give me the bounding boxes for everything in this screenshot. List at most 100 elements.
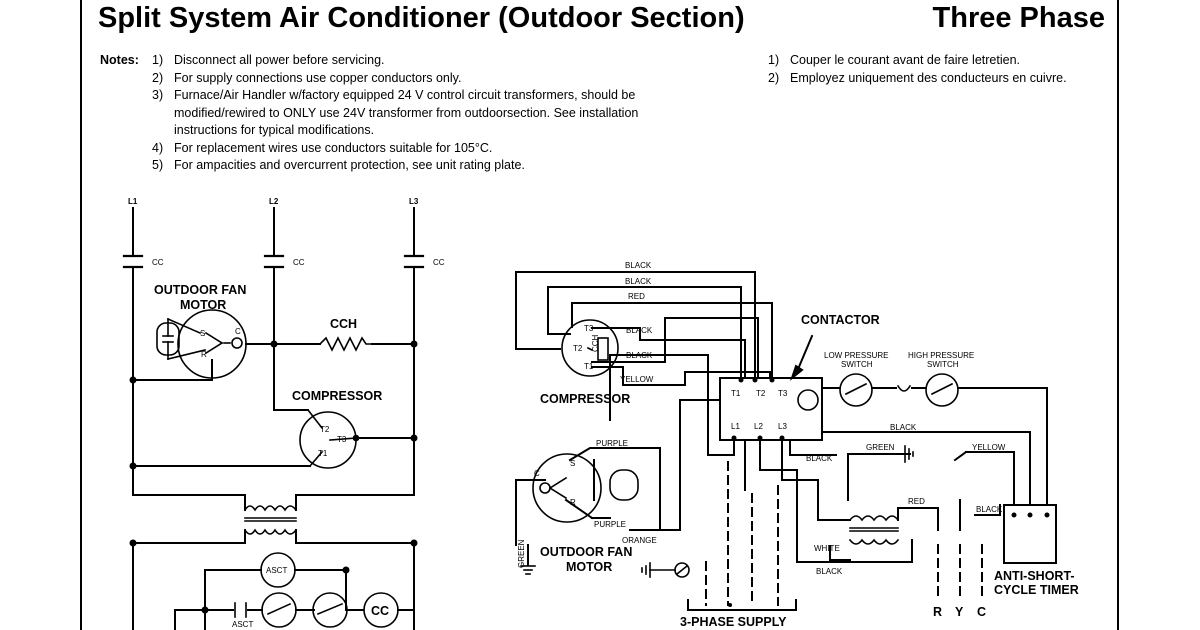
- frame-right-border: [1117, 0, 1119, 630]
- note-row: 2) Employez uniquement des conducteurs en…: [768, 70, 1067, 88]
- note-text: For replacement wires use conductors sui…: [174, 140, 493, 155]
- pictorial-supply-dashed: [705, 461, 983, 606]
- note-number: 2): [152, 70, 164, 85]
- note-text: Furnace/Air Handler w/factory equipped 2…: [174, 88, 636, 102]
- pictorial-fan-terminal-c: C: [534, 469, 540, 478]
- ladder-compressor-label: COMPRESSOR: [292, 389, 382, 403]
- high-pressure-switch-label: SWITCH: [927, 360, 959, 369]
- ladder-asct-label: ASCT: [266, 566, 287, 575]
- ladder-cc-coil-label: CC: [371, 604, 389, 618]
- note-row: 3) Furnace/Air Handler w/factory equipped…: [152, 87, 638, 105]
- notes-french: 1) Couper le courant avant de faire letre…: [768, 52, 1067, 87]
- wire-label-white: WHITE: [814, 544, 840, 553]
- wire-label-black-6: BLACK: [806, 454, 833, 463]
- thermostat-y-label: Y: [955, 605, 964, 619]
- wire-label-purple-2: PURPLE: [594, 520, 626, 529]
- pictorial-terminal-t3: T3: [584, 324, 594, 333]
- wire-label-black-3: BLACK: [626, 326, 653, 335]
- contactor-coil-symbol: [797, 389, 819, 411]
- pictorial-compressor-symbol: [561, 319, 619, 377]
- pictorial-transformer: [848, 515, 900, 545]
- ladder-junctions: [129, 340, 418, 614]
- low-pressure-label: LOW PRESSURE: [824, 351, 888, 360]
- wire-label-red-1: RED: [628, 292, 645, 301]
- note-text: For supply connections use copper conduc…: [174, 70, 462, 85]
- wire-label-yellow-1: YELLOW: [620, 375, 654, 384]
- phase-title: Three Phase: [932, 2, 1105, 34]
- wire-label-purple-1: PURPLE: [596, 439, 628, 448]
- pictorial-fan-motor-symbol: [532, 453, 639, 523]
- ladder-terminal-t1: T1: [318, 449, 328, 458]
- pictorial-fan-terminal-r: R: [570, 498, 576, 507]
- contactor-terminal-t1: T1: [731, 389, 741, 398]
- ladder-cc3-label: CC: [433, 258, 445, 267]
- pictorial-cch-label: CCH: [591, 334, 600, 352]
- ladder-cc-contacts: [122, 254, 425, 269]
- wire-label-red-2: RED: [908, 497, 925, 506]
- notes-french-list: 1) Couper le courant avant de faire letre…: [768, 52, 1067, 87]
- high-pressure-label: HIGH PRESSURE: [908, 351, 974, 360]
- contactor-terminal-t2: T2: [756, 389, 766, 398]
- ground-symbols: [520, 445, 914, 578]
- ladder-l3-label: L3: [409, 197, 419, 206]
- low-pressure-switch-label: SWITCH: [841, 360, 873, 369]
- wire-label-green-1: GREEN: [866, 443, 895, 452]
- thermostat-c-label: C: [977, 605, 986, 619]
- note-text: instructions for typical modifications.: [174, 123, 375, 137]
- notes-label: Notes:: [100, 53, 139, 67]
- note-text: For ampacities and overcurrent protectio…: [174, 158, 525, 172]
- ladder-labels: L1 L2 L3 CC CC CC OUTDOOR FAN MOTOR CCH …: [128, 197, 445, 629]
- ladder-fan-motor-subtitle: MOTOR: [180, 298, 226, 312]
- ladder-compressor-symbol: [299, 408, 360, 469]
- thermostat-r-label: R: [933, 605, 942, 619]
- pictorial-terminal-t2: T2: [573, 344, 583, 353]
- note-row: instructions for typical modifications.: [152, 122, 638, 140]
- contactor-terminal-l3: L3: [778, 422, 787, 431]
- note-number: 1): [152, 53, 164, 67]
- ladder-fan-motor-symbol: [156, 309, 247, 379]
- wire-label-black-4: BLACK: [626, 351, 653, 360]
- wire-label-yellow-2: YELLOW: [972, 443, 1006, 452]
- note-row: modified/rewired to ONLY use 24V transfo…: [152, 105, 638, 123]
- note-number: 3): [152, 88, 164, 102]
- note-text: Employez uniquement des conducteurs en c…: [790, 70, 1067, 85]
- wire-label-green-2: GREEN: [517, 539, 526, 568]
- note-text: Disconnect all power before servicing.: [174, 53, 385, 67]
- note-number: 4): [152, 140, 164, 155]
- notes-english-list: 1) Disconnect all power before servicing.…: [152, 52, 638, 175]
- ladder-terminal-t3: T3: [337, 435, 347, 444]
- note-text: Couper le courant avant de faire letreti…: [790, 53, 1020, 67]
- contactor-terminal-t3: T3: [778, 389, 788, 398]
- contactor-terminals: [728, 377, 1050, 607]
- note-number: 2): [768, 70, 780, 85]
- ladder-control-devices: [234, 552, 399, 628]
- note-row: 4) For replacement wires use conductors s…: [152, 140, 638, 158]
- pictorial-fan-terminal-s: S: [570, 459, 575, 468]
- note-number: 1): [768, 53, 780, 67]
- contactor-terminal-l2: L2: [754, 422, 763, 431]
- note-number: 5): [152, 158, 164, 172]
- contactor-terminal-l1: L1: [731, 422, 740, 431]
- page-title: Split System Air Conditioner (Outdoor Se…: [98, 2, 745, 34]
- ladder-l2-label: L2: [269, 197, 279, 206]
- pictorial-fan-motor-title: OUTDOOR FAN: [540, 545, 632, 559]
- ladder-cc1-label: CC: [152, 258, 164, 267]
- wire-label-orange: ORANGE: [622, 536, 657, 545]
- ladder-terminal-t2: T2: [320, 425, 330, 434]
- pictorial-compressor-label: COMPRESSOR: [540, 392, 630, 406]
- ladder-asct-contact-label: ASCT: [232, 620, 253, 629]
- pictorial-terminal-t1: T1: [584, 362, 594, 371]
- ladder-terminal-s: S: [200, 329, 205, 338]
- note-row: 2) For supply connections use copper cond…: [152, 70, 638, 88]
- wire-label-black-2: BLACK: [625, 277, 652, 286]
- supply-bracket: [687, 599, 797, 611]
- note-text: modified/rewired to ONLY use 24V transfo…: [174, 105, 639, 120]
- ladder-transformer: [243, 505, 298, 535]
- contactor-pointer: [789, 334, 814, 381]
- pictorial-labels: BLACK BLACK RED BLACK BLACK YELLOW T3 T2…: [517, 261, 1079, 629]
- frame-left-border: [80, 0, 82, 630]
- supply-label: 3-PHASE SUPPLY: [680, 615, 787, 629]
- ladder-terminal-c: C: [235, 327, 241, 336]
